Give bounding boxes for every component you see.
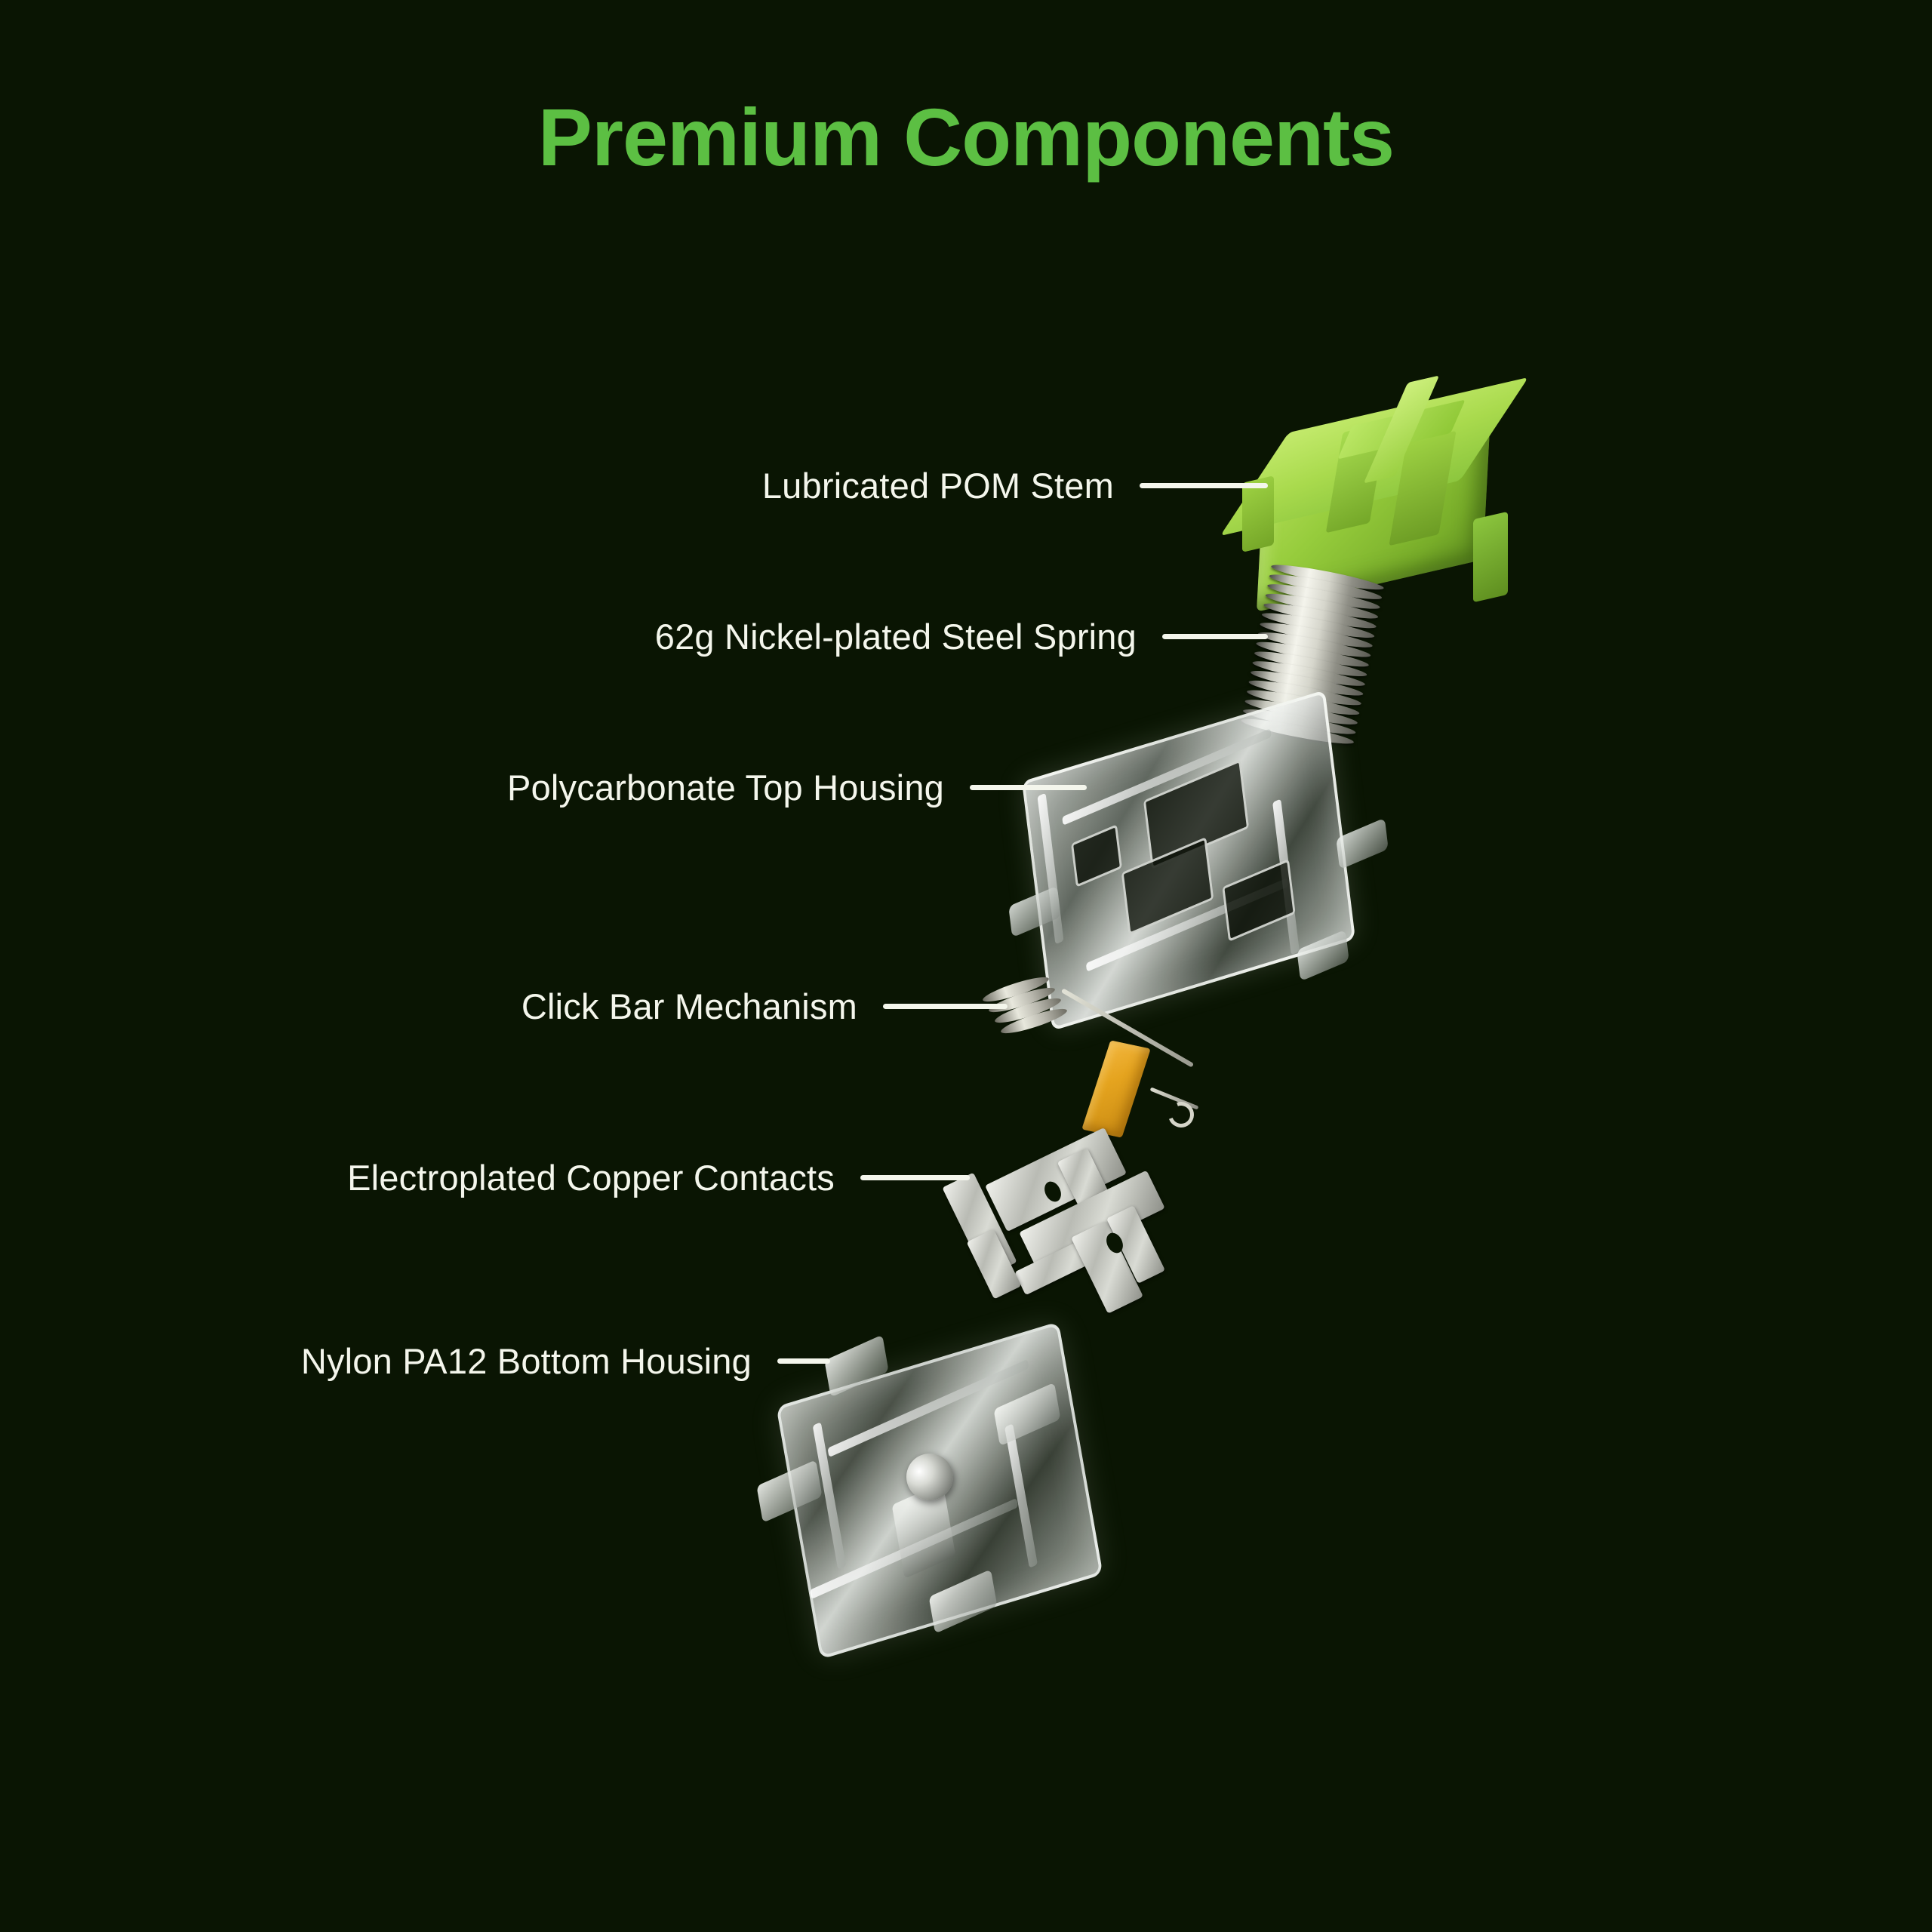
- click-bar-torsion-coil: [998, 1004, 1069, 1038]
- top-housing-shell: [1021, 690, 1356, 1031]
- click-bar-plastic-block: [1081, 1040, 1151, 1138]
- callout-label: Electroplated Copper Contacts: [347, 1157, 835, 1198]
- bottom-housing-rib: [809, 1497, 1019, 1600]
- callout-leader-line: [777, 1358, 830, 1364]
- callout-electroplated-copper-contacts: Electroplated Copper Contacts: [0, 1151, 970, 1204]
- contact-hole: [1103, 1230, 1127, 1256]
- spring-coil: [1266, 580, 1382, 614]
- spring-coil: [1249, 666, 1364, 700]
- spring-coil: [1245, 685, 1361, 719]
- callout-label: 62g Nickel-plated Steel Spring: [654, 616, 1137, 657]
- bottom-housing-rib: [812, 1422, 847, 1570]
- switch-part-pom-stem: [1220, 374, 1555, 623]
- spring-coil: [1264, 589, 1380, 623]
- contact-leaf: [985, 1127, 1127, 1232]
- bottom-housing-rib: [1004, 1423, 1038, 1568]
- callout-leader-line: [1162, 633, 1268, 639]
- spring-coil: [1241, 705, 1357, 739]
- callout-leader-line: [970, 784, 1087, 790]
- stem-body: [1257, 414, 1491, 612]
- callout-nylon-pa12-bottom-housing: Nylon PA12 Bottom Housing: [0, 1334, 830, 1387]
- top-housing-aperture: [1071, 824, 1122, 888]
- spring-coil: [1259, 618, 1374, 652]
- switch-part-click-bar: [974, 973, 1260, 1219]
- top-housing-clip: [1297, 929, 1349, 982]
- callout-leader-line: [883, 1003, 1008, 1009]
- contact-leaf: [1106, 1205, 1166, 1284]
- spring-coil: [1253, 647, 1368, 681]
- top-housing-rib: [1037, 792, 1064, 945]
- callout-lubricated-pom-stem: Lubricated POM Stem: [0, 459, 1268, 512]
- contact-leaf: [1071, 1220, 1143, 1314]
- stem-cross-stalk-right: [1389, 430, 1457, 546]
- spring-coil: [1251, 657, 1367, 691]
- bottom-housing-stem-post: [899, 1446, 961, 1508]
- top-housing-rib: [1085, 878, 1289, 972]
- spring-coil: [1244, 695, 1359, 729]
- contact-leaf: [1057, 1147, 1109, 1208]
- spring-coil: [1262, 599, 1378, 632]
- spring-coil: [1255, 638, 1371, 671]
- stem-right-rail: [1473, 511, 1508, 603]
- top-housing-rib: [1062, 728, 1272, 826]
- bottom-housing-rib: [827, 1358, 1029, 1458]
- bottom-housing-clip: [928, 1569, 998, 1634]
- bottom-housing-clip: [824, 1334, 889, 1398]
- callout-nickel-plated-steel-spring: 62g Nickel-plated Steel Spring: [0, 610, 1268, 663]
- switch-part-copper-contacts: [932, 1127, 1249, 1362]
- callout-leader-line: [860, 1174, 970, 1180]
- contact-hole: [1041, 1179, 1065, 1204]
- click-bar-wire-tail: [1149, 1087, 1199, 1110]
- contact-leaf: [966, 1229, 1022, 1300]
- contact-leaf: [1014, 1228, 1115, 1296]
- bottom-housing-light-pipe: [891, 1482, 956, 1579]
- bottom-housing-clip: [993, 1382, 1061, 1447]
- spring-coil: [1257, 628, 1372, 662]
- callout-label: Polycarbonate Top Housing: [507, 767, 944, 808]
- stem-top-face: [1220, 377, 1529, 537]
- top-housing-aperture: [1222, 859, 1296, 942]
- switch-part-top-housing: [981, 690, 1449, 1049]
- callout-label: Nylon PA12 Bottom Housing: [300, 1340, 752, 1381]
- page-title: Premium Components: [537, 91, 1395, 183]
- spring-coil: [1269, 561, 1385, 594]
- callout-leader-line: [1140, 482, 1268, 488]
- top-housing-aperture: [1121, 836, 1214, 936]
- spring-coil: [1268, 570, 1383, 604]
- contact-leaf: [1019, 1170, 1165, 1271]
- bottom-housing-clip: [756, 1460, 823, 1523]
- top-housing-rib: [1272, 798, 1300, 955]
- stem-cross-stalk-left: [1325, 422, 1387, 534]
- callout-polycarbonate-top-housing: Polycarbonate Top Housing: [0, 761, 1087, 814]
- stem-cross-vertical: [1363, 375, 1440, 484]
- callout-label: Click Bar Mechanism: [521, 986, 857, 1026]
- spring-coil: [1247, 676, 1363, 709]
- top-housing-clip: [1008, 885, 1061, 938]
- callout-click-bar-mechanism: Click Bar Mechanism: [0, 980, 1008, 1032]
- spring-coil: [1260, 608, 1376, 642]
- callout-label: Lubricated POM Stem: [761, 465, 1114, 506]
- click-bar-hook: [1164, 1097, 1198, 1132]
- spring-coil: [1240, 715, 1355, 748]
- stem-cross-horizontal: [1337, 399, 1466, 460]
- top-housing-clip: [1336, 817, 1389, 870]
- click-bar-wire-arm: [1060, 988, 1195, 1068]
- top-housing-aperture: [1143, 759, 1250, 869]
